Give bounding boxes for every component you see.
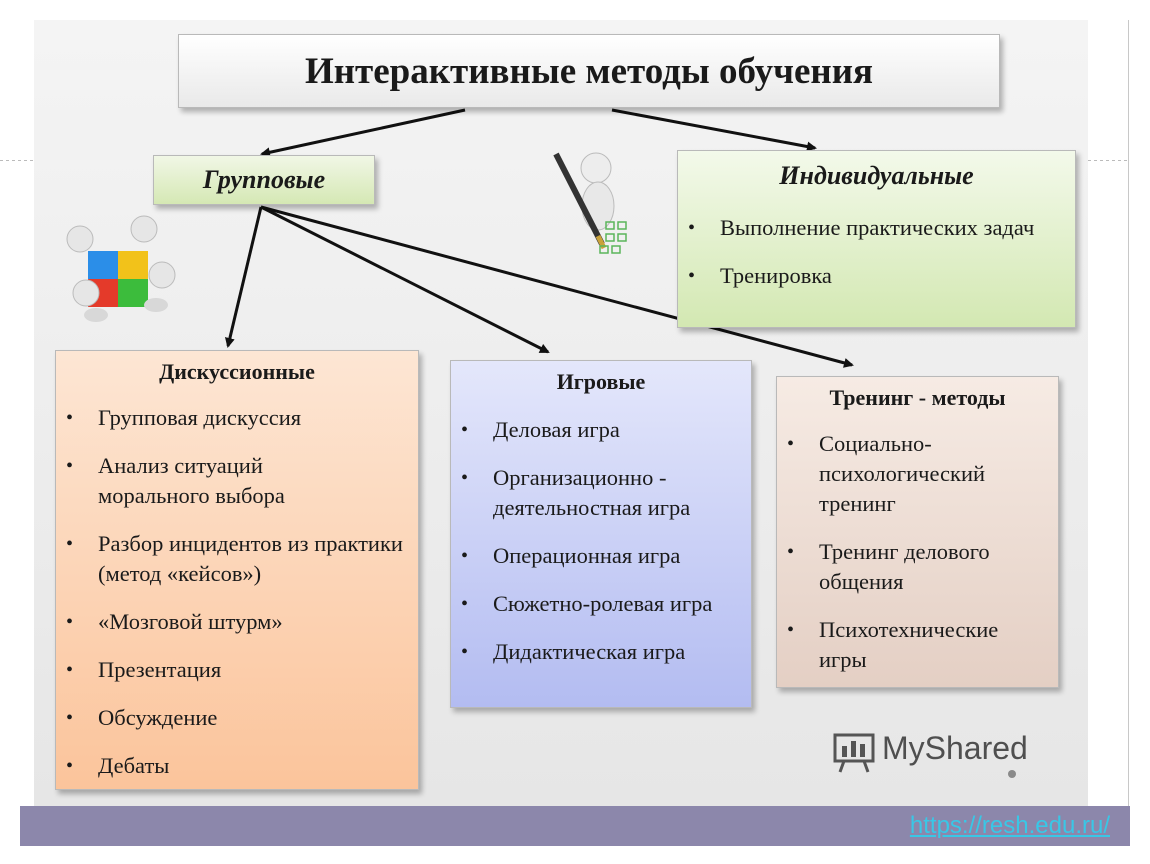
list-item: Дебаты [66, 751, 408, 781]
discussion-title: Дискуссионные [159, 359, 315, 384]
arrow-group-to-games [260, 205, 550, 354]
person-with-pen-checklist-icon [553, 152, 627, 254]
frame-dash-right [1088, 160, 1130, 161]
games-box: Игровые Деловая игра Организационно - де… [450, 360, 752, 708]
puzzle-people-icon [66, 215, 176, 322]
myshared-logo-icon [833, 733, 875, 773]
list-item: Тренинг делового общения [787, 537, 1024, 597]
discussion-list: Групповая дискуссия Анализ ситуаций мора… [66, 403, 408, 781]
individual-label: Индивидуальные [779, 161, 974, 190]
list-item: Обсуждение [66, 703, 408, 733]
list-item: Социально-психологический тренинг [787, 429, 1024, 519]
arrow-group-to-discussion [224, 206, 263, 348]
discussion-box: Дискуссионные Групповая дискуссия Анализ… [55, 350, 419, 790]
list-item: Выполнение практических задач [688, 213, 1060, 243]
games-list: Деловая игра Организационно - деятельнос… [461, 415, 743, 667]
list-item: Операционная игра [461, 541, 743, 571]
arrow-title-to-individual [611, 108, 817, 152]
myshared-logo-text: MyShared [882, 730, 1028, 766]
list-item: Психотехнические игры [787, 615, 1044, 675]
training-list: Социально-психологический тренинг Тренин… [787, 429, 1044, 675]
group-label: Групповые [202, 165, 326, 194]
list-item: Разбор инцидентов из практики (метод «ке… [66, 529, 408, 589]
logo-dot [1008, 770, 1016, 778]
page-title: Интерактивные методы обучения [304, 50, 874, 92]
individual-box: Индивидуальные Выполнение практических з… [677, 150, 1076, 328]
group-box: Групповые [153, 155, 375, 205]
list-item: Презентация [66, 655, 408, 685]
frame-top-line [1128, 20, 1129, 810]
list-item: Групповая дискуссия [66, 403, 408, 433]
list-item: Тренировка [688, 261, 1060, 291]
training-box: Тренинг - методы Социально-психологическ… [776, 376, 1059, 688]
frame-dash-left [0, 160, 34, 161]
individual-list: Выполнение практических задач Тренировка [688, 213, 1060, 291]
myshared-logo: MyShared [832, 726, 1042, 778]
training-title: Тренинг - методы [829, 385, 1006, 410]
list-item: Дидактическая игра [461, 637, 743, 667]
title-box: Интерактивные методы обучения [178, 34, 1000, 108]
footer-bar [20, 806, 1130, 846]
list-item: Организационно - деятельностная игра [461, 463, 743, 523]
footer-link[interactable]: https://resh.edu.ru/ [909, 812, 1110, 839]
list-item: Анализ ситуаций морального выбора [66, 451, 348, 511]
games-title: Игровые [556, 369, 646, 394]
arrow-group-to-training [260, 205, 854, 368]
arrow-title-to-group [260, 108, 466, 158]
list-item: Сюжетно-ролевая игра [461, 589, 713, 619]
list-item: «Мозговой штурм» [66, 607, 408, 637]
list-item: Деловая игра [461, 415, 743, 445]
